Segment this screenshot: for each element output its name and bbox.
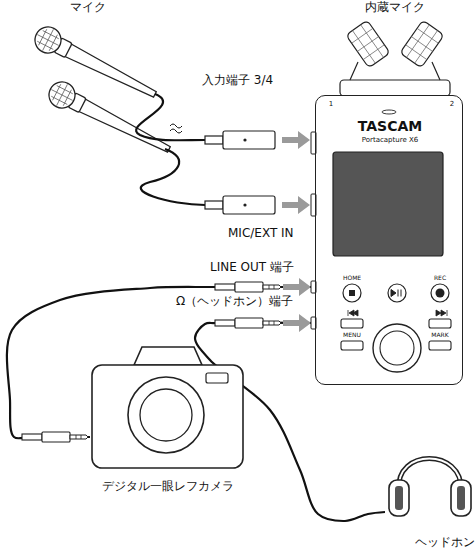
ear-pad <box>457 486 465 510</box>
builtin-mic <box>340 20 450 96</box>
plug-body <box>42 432 70 442</box>
insert-arrow <box>282 196 310 214</box>
plug-boot <box>205 136 223 144</box>
play-pause-symbol <box>391 290 401 297</box>
mic-grille <box>46 79 78 111</box>
mic-head <box>45 78 80 113</box>
mini-plug <box>215 318 281 328</box>
capsule-body <box>400 20 444 68</box>
plug-body <box>235 282 263 292</box>
recorder-device: TASCAM Portacapture X6 <box>315 95 463 385</box>
cable-break-mark <box>170 124 182 133</box>
plug-latch <box>243 138 246 141</box>
home-button <box>343 284 361 302</box>
jog-wheel <box>373 324 421 372</box>
capsule-body <box>346 20 390 68</box>
plug-tip <box>70 435 88 439</box>
mic-cable <box>141 149 205 205</box>
menu-button <box>341 341 363 350</box>
skip-button <box>429 319 451 328</box>
recorder-fill <box>315 95 463 385</box>
xlr-plug <box>205 196 275 214</box>
device-caption: ヘッドホン <box>375 536 475 549</box>
rec-button <box>431 284 449 302</box>
camera-lens <box>128 377 204 453</box>
brand-name: TASCAM <box>316 119 464 134</box>
camera-lens-inner <box>140 389 192 441</box>
xlr-plug <box>205 131 275 149</box>
mini-plug <box>215 282 281 292</box>
ear-cup <box>451 480 471 516</box>
camera-prism <box>134 347 202 365</box>
mic-head <box>31 23 66 58</box>
headphones: ヘッドホン <box>385 440 475 530</box>
touch-screen <box>333 152 443 256</box>
plug-ring <box>269 285 274 289</box>
mic-capsule <box>400 20 444 68</box>
headphones-outline <box>385 440 475 530</box>
plug-tip <box>263 321 281 325</box>
capsule-grille <box>346 20 390 68</box>
status-led <box>382 110 396 114</box>
ear-cup <box>389 480 409 516</box>
stop-symbol <box>349 290 355 296</box>
plug-boot <box>215 284 235 290</box>
capsule-grille <box>400 20 444 68</box>
plug-tip <box>263 285 281 289</box>
plug-body <box>235 318 263 328</box>
plug-body <box>223 196 275 214</box>
rec-symbol <box>436 289 445 298</box>
mic-cable <box>136 94 205 140</box>
plug-latch <box>243 203 246 206</box>
jog-wheel-center <box>380 331 414 365</box>
mic-guard-ring <box>340 80 450 96</box>
camera-outline <box>90 345 245 470</box>
insert-arrow <box>283 314 311 332</box>
camera-body <box>92 365 243 468</box>
model-name: Portacapture X6 <box>316 137 464 145</box>
ear-pad <box>395 486 403 510</box>
port-name: 入力端子 3/4 <box>202 74 273 88</box>
plug-body <box>223 131 275 149</box>
part-name: 内蔵マイク <box>365 1 425 15</box>
skip-back-symbol <box>348 310 358 316</box>
plug-ring <box>269 321 274 325</box>
insert-arrow <box>282 131 310 149</box>
mic-capsule <box>346 20 390 68</box>
part-name: マイク <box>70 1 106 15</box>
recorder-face <box>311 95 463 385</box>
device-caption: デジタル一眼レフカメラ <box>60 480 275 493</box>
plug-boot <box>215 320 235 326</box>
port-name: Ω（ヘッドホン）端子 <box>176 295 293 309</box>
mark-button <box>429 341 451 350</box>
skip-forward-symbol <box>436 310 447 316</box>
mic-body <box>64 44 158 101</box>
mic-body <box>78 99 172 156</box>
play-button <box>388 284 406 302</box>
camera-flash <box>206 373 228 383</box>
mini-plug <box>22 432 88 442</box>
skip-button <box>341 319 363 328</box>
insert-arrow <box>283 278 311 296</box>
plug-ring <box>76 435 81 439</box>
plug-boot <box>22 434 42 440</box>
plug-boot <box>205 201 223 209</box>
mic-grille <box>32 24 64 56</box>
port-name: LINE OUT 端子 <box>210 261 294 275</box>
camera: デジタル一眼レフカメラ <box>90 345 245 470</box>
port-name: MIC/EXT IN <box>228 227 294 241</box>
mic-stem <box>350 62 440 80</box>
handheld-mic <box>45 78 175 162</box>
